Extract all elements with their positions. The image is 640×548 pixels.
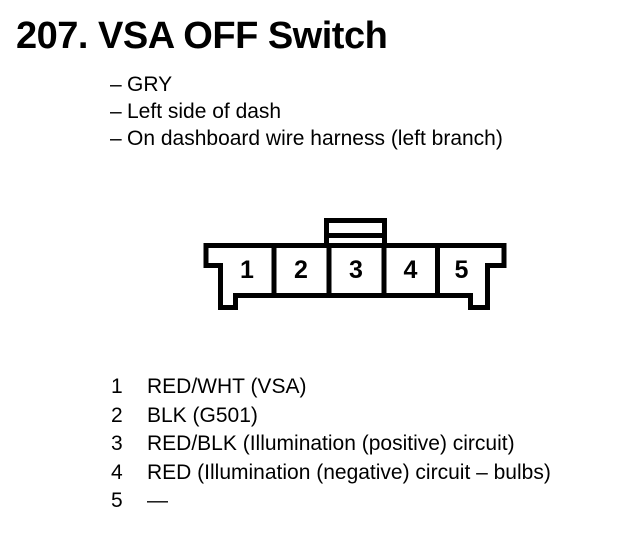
pin-description: — (147, 489, 168, 512)
pin-description: BLK (G501) (147, 403, 258, 427)
pin-number: 2 (111, 403, 123, 427)
cavity-number: 4 (404, 256, 418, 284)
pin-row: 4 RED (Illumination (negative) circuit – … (111, 459, 551, 488)
pin-description: RED (Illumination (negative) circuit – b… (147, 460, 551, 484)
pin-number: 4 (111, 460, 123, 484)
bullet-dash: – (110, 100, 122, 123)
connector-latch-tab (324, 218, 387, 248)
connector-diagram: 1 2 3 4 5 (190, 205, 520, 320)
pin-row: 2 BLK (G501) (111, 402, 551, 431)
cavity-number: 5 (455, 256, 469, 284)
page-title: 207. VSA OFF Switch (16, 15, 388, 57)
note-line: –GRY (110, 71, 503, 98)
bullet-dash: – (110, 127, 122, 150)
note-text: GRY (127, 73, 173, 96)
note-text: Left side of dash (127, 100, 282, 123)
pin-description: RED/BLK (Illumination (positive) circuit… (147, 432, 515, 455)
cavity-number: 2 (294, 256, 308, 284)
pin-row: 1 RED/WHT (VSA) (111, 373, 551, 402)
pin-row: 5— (111, 487, 551, 516)
pin-row: 3 RED/BLK (Illumination (positive) circui… (111, 430, 551, 459)
pin-list: 1 RED/WHT (VSA) 2 BLK (G501) 3 RED/BLK (Ill… (111, 373, 551, 516)
connector-shell (203, 243, 507, 310)
pin-number: 5 (111, 489, 123, 512)
pin-description: RED/WHT (VSA) (147, 375, 307, 398)
pin-number: 3 (111, 432, 123, 455)
location-notes: –GRY –Left side of dash –On dashboard wi… (110, 71, 503, 152)
cavity-number: 1 (240, 256, 254, 284)
note-line: –On dashboard wire harness (left branch) (110, 125, 503, 152)
note-line: –Left side of dash (110, 98, 503, 125)
bullet-dash: – (110, 73, 122, 96)
note-text: On dashboard wire harness (left branch) (127, 127, 503, 150)
cavity-number: 3 (349, 256, 363, 284)
pin-number: 1 (111, 375, 123, 398)
